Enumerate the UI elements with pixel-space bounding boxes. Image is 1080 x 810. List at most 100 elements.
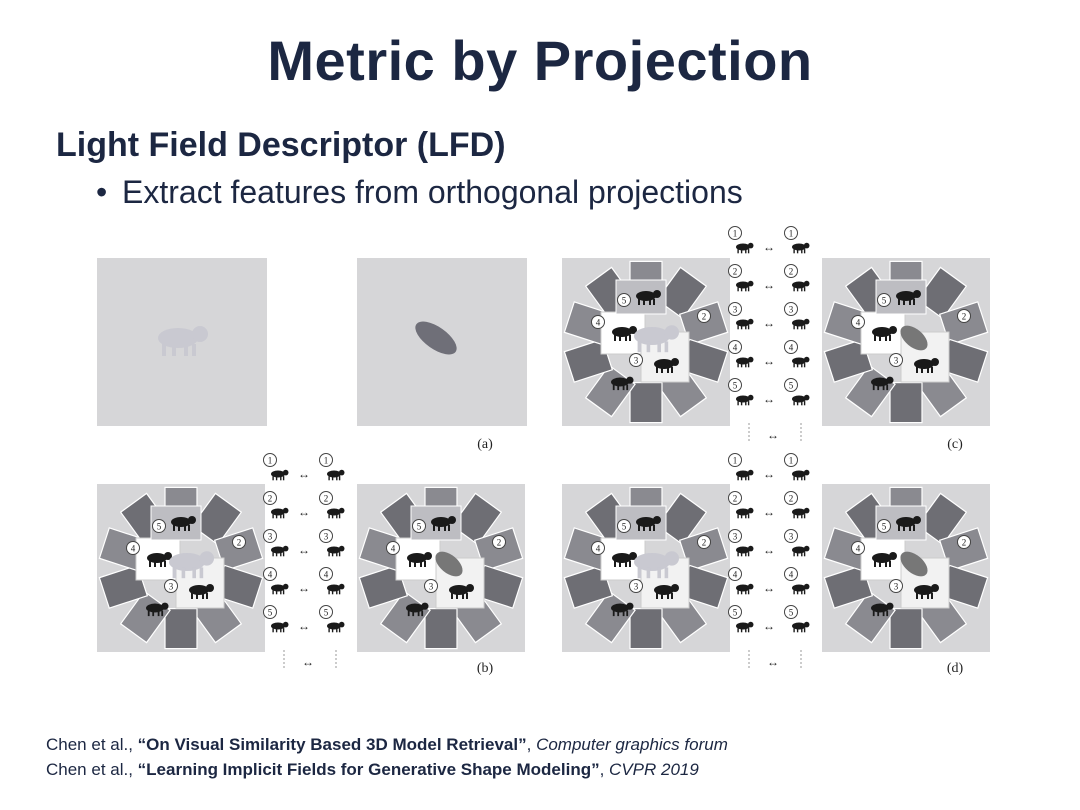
animal-head xyxy=(803,469,810,476)
animal-leg xyxy=(898,299,900,305)
animal-leg xyxy=(617,384,620,391)
animal-body xyxy=(147,553,167,563)
number-label: 2 xyxy=(268,494,273,504)
number-circle xyxy=(728,264,742,278)
silhouette-left xyxy=(736,469,754,481)
animal-leg xyxy=(328,590,330,595)
animal-leg xyxy=(801,325,803,330)
number-circle xyxy=(164,579,178,593)
animal-leg xyxy=(793,401,795,406)
animal-leg xyxy=(796,363,799,368)
animal-leg xyxy=(646,567,651,579)
animal-body xyxy=(736,622,750,630)
animal-head xyxy=(913,290,921,298)
number-circle xyxy=(728,226,742,240)
number-circle xyxy=(957,309,971,323)
animal-leg xyxy=(801,401,803,406)
compare-arrow: ↔ xyxy=(763,467,775,481)
silhouette xyxy=(611,602,634,617)
animal-body xyxy=(872,327,892,337)
panel-label-d: (d) xyxy=(947,661,964,676)
number-label: 4 xyxy=(856,318,861,328)
column-number: 5 xyxy=(784,605,798,619)
projection-plane xyxy=(451,492,503,546)
compare-arrow: ↔ xyxy=(763,543,775,557)
animal-leg xyxy=(737,325,739,330)
animal-head xyxy=(338,583,345,590)
animal-leg xyxy=(801,363,803,368)
animal-head xyxy=(747,621,754,628)
number-circle xyxy=(697,535,711,549)
animal-head xyxy=(803,394,810,401)
number-circle xyxy=(728,491,742,505)
number-circle xyxy=(629,353,643,367)
animal-leg xyxy=(747,325,750,330)
animal-head xyxy=(282,507,289,514)
column-number: 4 xyxy=(728,567,742,581)
panel-label-c: (c) xyxy=(947,437,963,452)
animal-leg xyxy=(643,525,645,531)
animal-body xyxy=(634,553,670,571)
number-label: 5 xyxy=(417,522,422,532)
animal-leg xyxy=(338,514,341,519)
animal-leg xyxy=(803,363,806,368)
number-label: 2 xyxy=(324,494,329,504)
animal-body xyxy=(792,508,806,516)
silhouette xyxy=(872,552,897,567)
number-circle xyxy=(263,529,277,543)
animal-leg xyxy=(336,552,338,557)
animal-leg xyxy=(192,344,196,356)
animal-leg xyxy=(331,552,334,557)
column-number: 1 xyxy=(784,226,798,240)
animal-leg xyxy=(162,344,166,356)
ref-1-venue: Computer graphics forum xyxy=(536,735,728,754)
camera-number: 4 xyxy=(386,541,400,555)
silhouette xyxy=(612,326,637,341)
animal-leg xyxy=(280,514,282,519)
animal-leg xyxy=(745,287,747,292)
compare-arrow: ↔ xyxy=(298,467,310,481)
animal-body xyxy=(736,281,750,289)
animal-leg xyxy=(737,552,739,557)
animal-leg xyxy=(737,401,739,406)
number-label: 4 xyxy=(131,544,136,554)
projection-plane xyxy=(916,266,968,320)
animal-body xyxy=(611,377,629,387)
animal-leg xyxy=(874,561,876,567)
column-number: 1 xyxy=(728,453,742,467)
number-circle xyxy=(232,535,246,549)
animal-leg xyxy=(793,363,795,368)
compare-arrow: ↔ xyxy=(763,240,775,254)
animal-body xyxy=(872,553,892,563)
number-circle xyxy=(319,529,333,543)
number-label: 5 xyxy=(789,381,794,391)
number-circle xyxy=(629,579,643,593)
animal-leg xyxy=(336,590,338,595)
number-label: 4 xyxy=(268,570,273,580)
animal-leg xyxy=(745,401,747,406)
animal-leg xyxy=(801,476,803,481)
animal-leg xyxy=(740,552,743,557)
animal-leg xyxy=(614,561,616,567)
animal-body xyxy=(736,546,750,554)
number-label: 4 xyxy=(391,544,396,554)
column-number: 4 xyxy=(728,340,742,354)
animal-leg xyxy=(338,476,341,481)
number-label: 4 xyxy=(789,570,794,580)
number-circle xyxy=(784,340,798,354)
animal-leg xyxy=(745,476,747,481)
animal-body xyxy=(914,359,934,369)
animal-body xyxy=(792,395,806,403)
animal-leg xyxy=(740,287,743,292)
animal-body xyxy=(736,584,750,592)
number-circle xyxy=(263,453,277,467)
animal-leg xyxy=(280,628,282,633)
camera-number: 5 xyxy=(152,519,166,533)
animal-leg xyxy=(803,325,806,330)
number-circle xyxy=(728,529,742,543)
animal-leg xyxy=(272,552,274,557)
camera-number: 2 xyxy=(697,535,711,549)
silhouette-left xyxy=(736,242,754,254)
animal-leg xyxy=(801,628,803,633)
projection-plane xyxy=(358,564,409,609)
